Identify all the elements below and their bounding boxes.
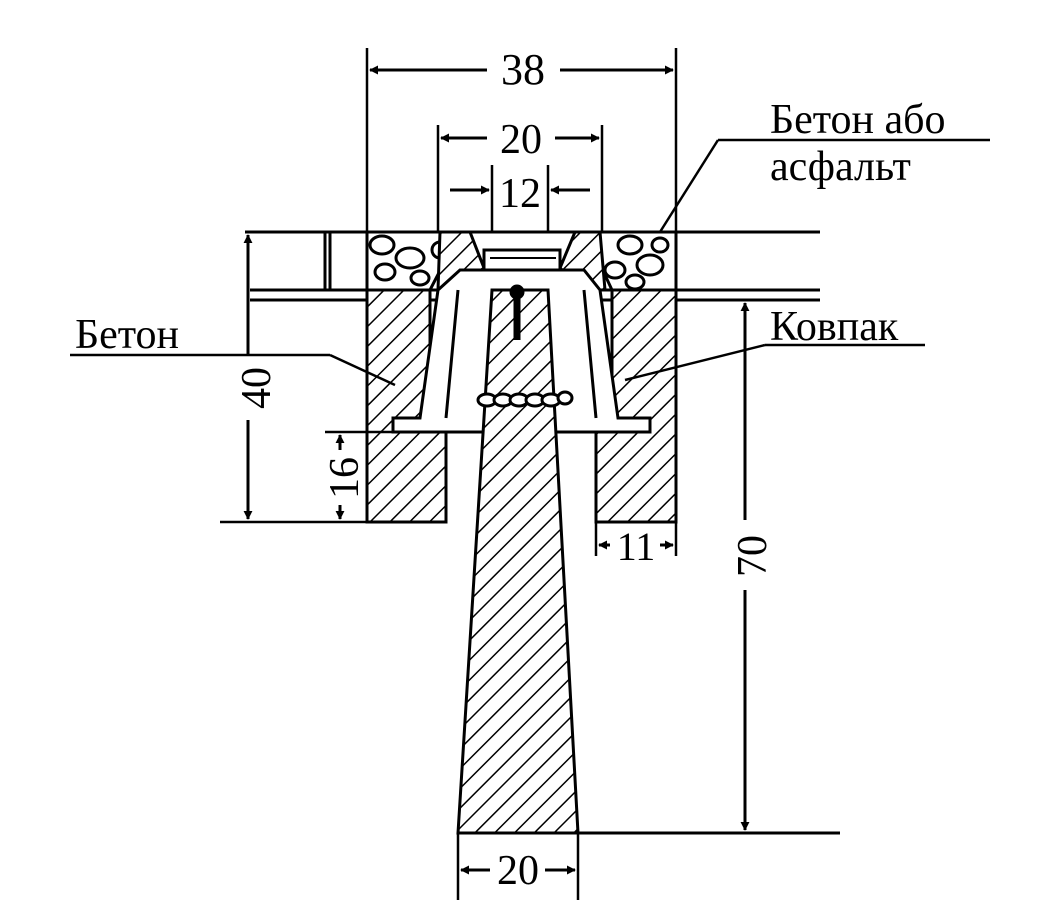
label-cap: Ковпак xyxy=(770,304,899,350)
dim-post-top-width: 12 xyxy=(499,171,541,217)
dimension-values: 38 20 12 40 16 11 70 20 xyxy=(234,45,776,894)
leader-lines xyxy=(70,138,990,387)
dim-top-width: 38 xyxy=(501,45,545,94)
weld-band xyxy=(476,390,574,408)
cap-head xyxy=(482,248,562,272)
extension-lines xyxy=(220,48,678,900)
dim-block-height: 40 xyxy=(234,367,280,409)
post-pin xyxy=(509,284,525,340)
label-concrete: Бетон xyxy=(75,312,179,358)
dim-block-wall-width: 11 xyxy=(617,524,656,569)
dim-post-depth: 70 xyxy=(730,535,776,577)
label-concrete-or-asphalt-line2: асфальт xyxy=(770,144,911,190)
label-concrete-or-asphalt-line1: Бетон або xyxy=(770,97,946,143)
dim-cap-flange-height: 16 xyxy=(322,457,368,499)
material-labels: Бетон або асфальт Бетон Ковпак xyxy=(75,97,946,358)
dimension-lines xyxy=(243,65,750,875)
dim-post-bottom-width: 20 xyxy=(497,848,539,894)
dim-cap-top-width: 20 xyxy=(500,117,542,163)
